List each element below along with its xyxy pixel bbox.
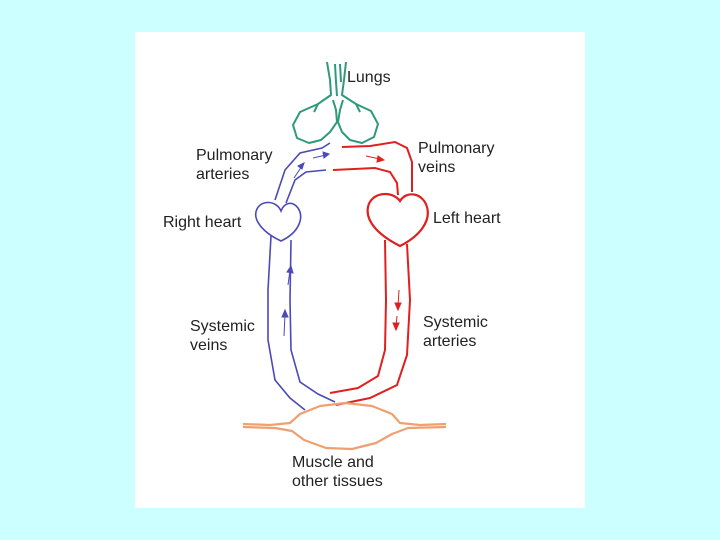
arrow-pulmonary-vein <box>365 155 386 163</box>
tissues-label: Muscle and other tissues <box>292 453 383 491</box>
pulmonary-veins-label: Pulmonary veins <box>418 139 494 177</box>
flow-arrows <box>281 151 402 337</box>
tissues-shape <box>242 401 447 451</box>
arrow-systemic-vein <box>281 264 294 337</box>
pulmonary-arteries-label-line1: Pulmonary <box>196 147 273 164</box>
systemic-veins-label-line2: veins <box>190 337 228 354</box>
tissues-label-line2: other tissues <box>292 473 383 490</box>
pulmonary-arteries-label-line2: arteries <box>196 166 250 183</box>
systemic-veins-label: Systemic veins <box>190 317 255 355</box>
arrow-systemic-artery <box>392 289 402 332</box>
systemic-veins-label-line1: Systemic <box>190 318 255 335</box>
right-heart-shape <box>255 201 302 242</box>
systemic-veins-vessel <box>267 235 336 411</box>
tissues-label-line1: Muscle and <box>292 454 374 471</box>
pulmonary-veins-label-line2: veins <box>418 159 456 176</box>
lungs-shape <box>292 61 379 144</box>
right-heart-label: Right heart <box>163 214 242 231</box>
lungs-label: Lungs <box>347 69 391 86</box>
systemic-arteries-label: Systemic arteries <box>423 313 488 351</box>
systemic-arteries-vessel <box>329 239 412 406</box>
pulmonary-veins-vessel <box>332 140 413 196</box>
pulmonary-arteries-label: Pulmonary arteries <box>196 146 272 184</box>
pulmonary-arteries-vessel <box>274 142 331 204</box>
left-heart-label: Left heart <box>433 210 501 227</box>
systemic-arteries-label-line2: arteries <box>423 333 477 350</box>
systemic-arteries-label-line1: Systemic <box>423 314 488 331</box>
left-heart-shape <box>366 193 429 248</box>
pulmonary-veins-label-line1: Pulmonary <box>418 140 495 157</box>
arrow-pulmonary-artery <box>293 151 331 179</box>
